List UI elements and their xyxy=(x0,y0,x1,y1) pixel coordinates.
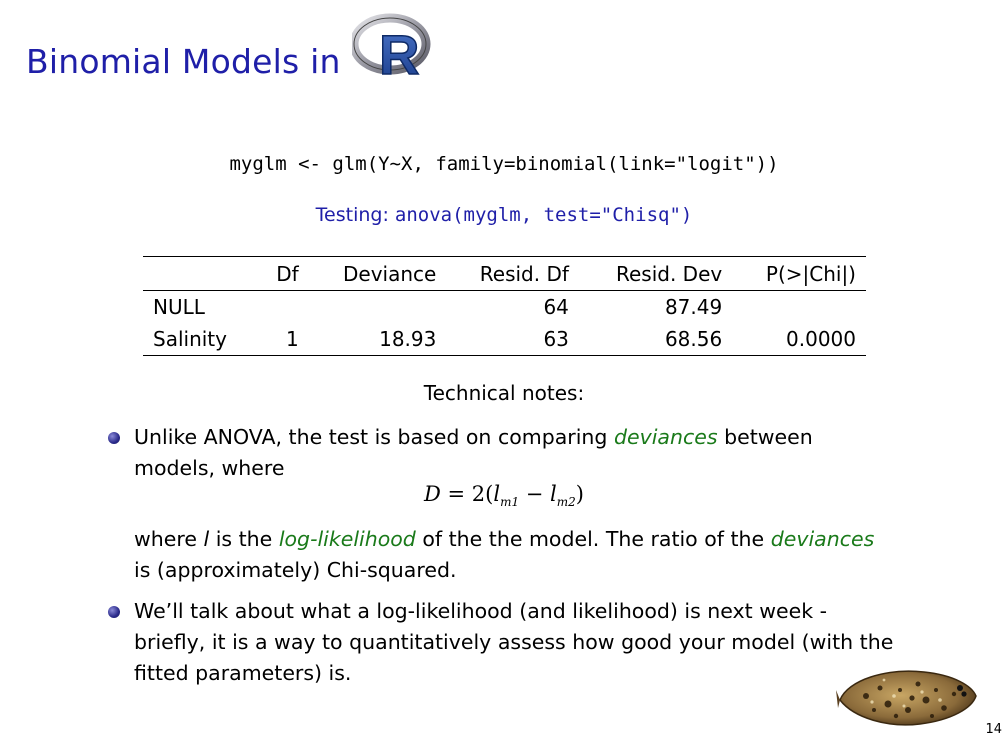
table-cell xyxy=(732,291,866,324)
table-cell: 18.93 xyxy=(379,327,437,351)
testing-code: anova(myglm, test="Chisq") xyxy=(394,204,693,226)
r-logo-icon: R xyxy=(352,13,431,80)
table-header: Df xyxy=(276,261,299,286)
bullet-2-line-3: fitted parameters) is. xyxy=(134,661,352,685)
table-cell: Salinity xyxy=(153,327,227,351)
code-line: myglm <- glm(Y∼X, family=binomial(link="… xyxy=(229,153,779,175)
table-cell: NULL xyxy=(153,295,205,319)
formula-var: l xyxy=(493,482,501,506)
text: is the xyxy=(215,527,273,551)
bullet-icon xyxy=(108,432,120,444)
bullet-2-line-2: briefly, it is a way to quantitatively a… xyxy=(134,630,894,654)
table-cell: 63 xyxy=(543,327,569,351)
formula-var: l xyxy=(203,527,210,551)
table-row: Salinity 1 18.93 63 68.56 0.0000 xyxy=(143,323,866,356)
testing-label: Testing: xyxy=(315,204,389,226)
emphasis-log-likelihood: log-likelihood xyxy=(278,527,416,551)
notes-heading: Technical notes: xyxy=(423,381,585,405)
bullet-1-line-2: models, where xyxy=(134,456,285,480)
formula-text: ) xyxy=(575,482,584,506)
formula-text: = 2( xyxy=(447,482,494,506)
text: where xyxy=(134,527,197,551)
table-cell: 1 xyxy=(285,327,299,351)
table-header: Resid. Dev xyxy=(615,261,723,286)
flounder-fish-icon xyxy=(836,670,977,726)
table-cell xyxy=(309,291,447,324)
formula-var: l xyxy=(550,482,557,506)
formula-subscript: m2 xyxy=(556,495,576,510)
page-number: 14 xyxy=(985,722,1002,737)
emphasis-deviances: deviances xyxy=(613,425,718,449)
slide-title: Binomial Models in xyxy=(26,42,341,81)
bullet-2-line-1: We’ll talk about what a log-likelihood (… xyxy=(134,599,828,623)
table-cell xyxy=(257,291,309,324)
table-cell: 64 xyxy=(543,295,569,319)
table-cell: 87.49 xyxy=(664,295,723,319)
r-logo-letter: R xyxy=(379,23,419,80)
table-header-row: Df Deviance Resid. Df Resid. Dev P(>|Chi… xyxy=(143,256,866,291)
bullet-1-line-1: Unlike ANOVA, the test is based on compa… xyxy=(134,422,813,453)
table-cell: 0.0000 xyxy=(786,327,856,351)
formula-text: − xyxy=(519,482,551,506)
formula-var: D xyxy=(424,482,441,506)
table-header: Deviance xyxy=(343,261,437,286)
formula-subscript: m1 xyxy=(500,495,520,510)
table-header: P(>|Chi|) xyxy=(765,261,856,286)
testing-line: Testing: anova(myglm, test="Chisq") xyxy=(0,204,1008,226)
text: of the the model. The ratio of the xyxy=(422,527,765,551)
emphasis-deviances: deviances xyxy=(770,527,875,551)
anova-table: Df Deviance Resid. Df Resid. Dev P(>|Chi… xyxy=(143,256,866,356)
table-header xyxy=(143,257,257,291)
table-row: NULL 64 87.49 xyxy=(143,291,866,324)
bullet-icon xyxy=(108,606,120,618)
bullet-1-line-4: is (approximately) Chi-squared. xyxy=(134,558,457,582)
text: between xyxy=(724,425,813,449)
table-header: Resid. Df xyxy=(479,261,569,286)
text: Unlike ANOVA, the test is based on compa… xyxy=(134,425,608,449)
table-cell: 68.56 xyxy=(664,327,723,351)
deviance-formula: D = 2(lm1 − lm2) xyxy=(0,482,1008,509)
bullet-1-line-3: where l is the log-likelihood of the the… xyxy=(134,524,874,555)
